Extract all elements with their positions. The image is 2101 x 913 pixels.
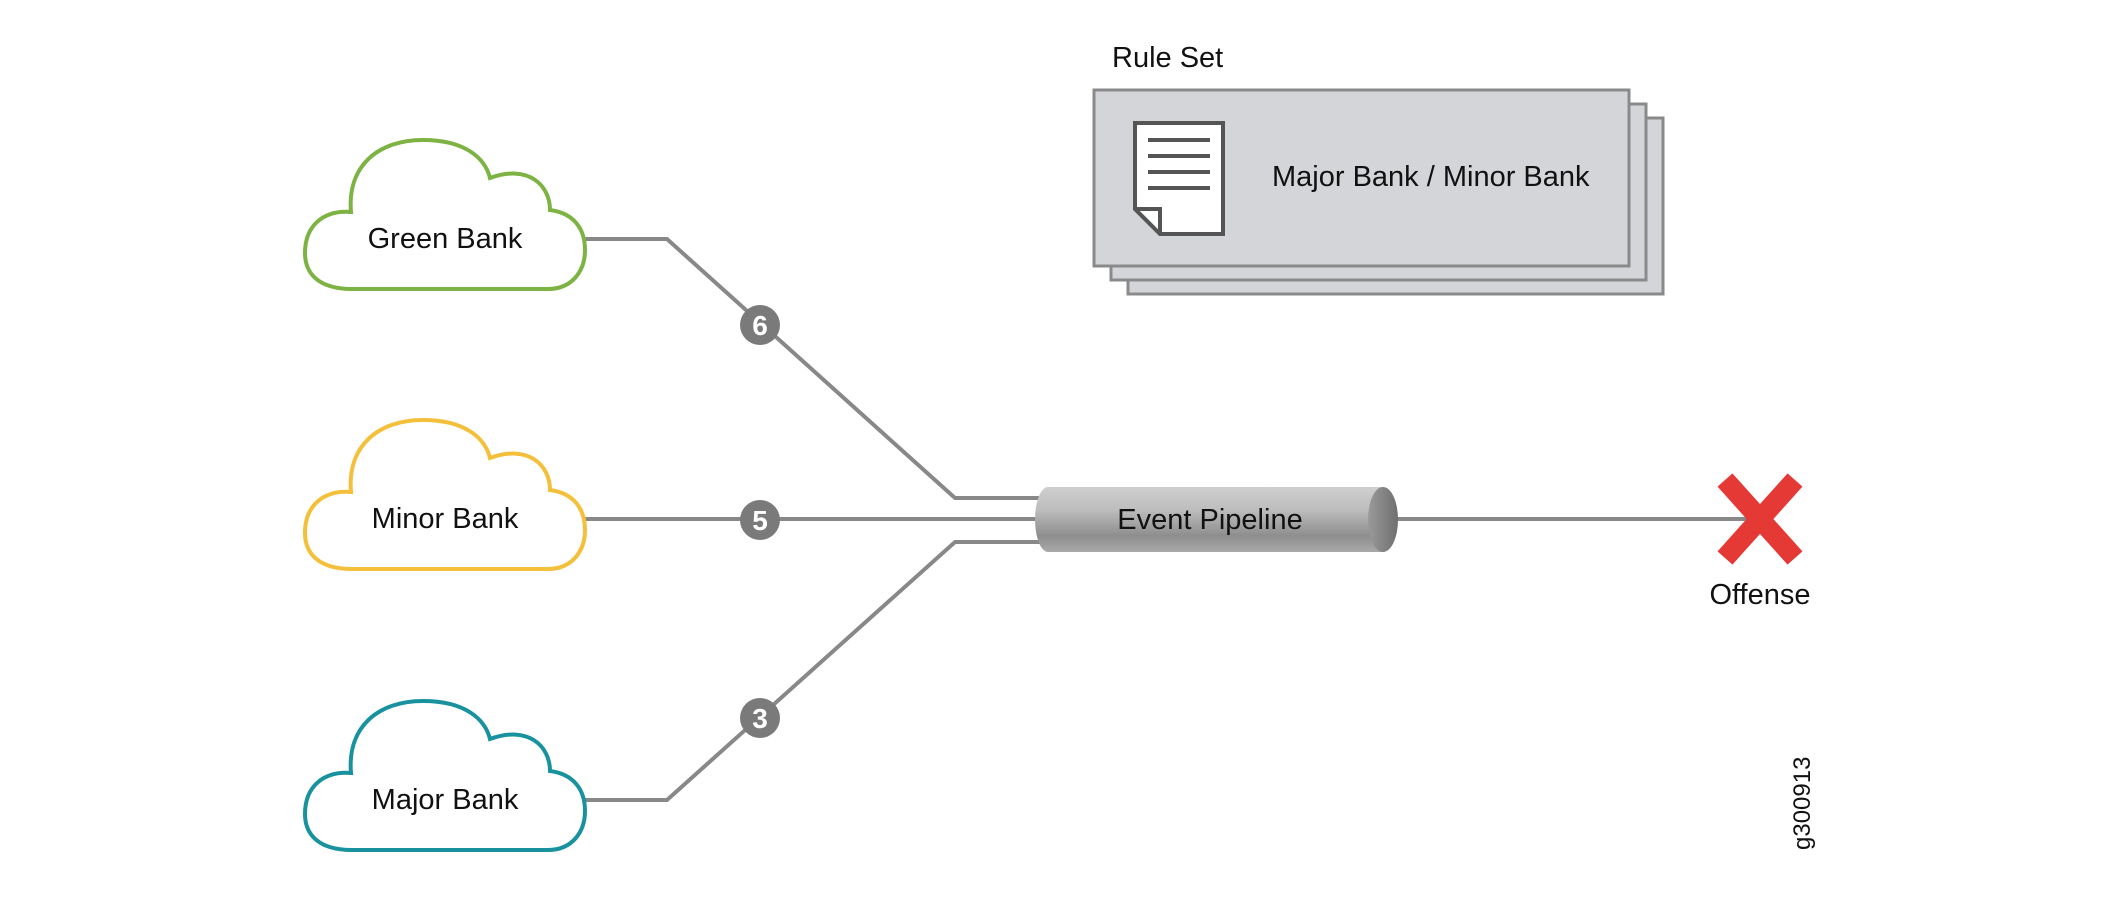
green-bank-label: Green Bank xyxy=(368,223,523,255)
cloud-shape-minor xyxy=(302,417,588,571)
pipeline-end xyxy=(1368,487,1398,552)
cloud-shape-green xyxy=(302,137,588,291)
document-icon xyxy=(1133,121,1225,236)
pipeline-body xyxy=(1035,487,1383,552)
count-badge-green: 6 xyxy=(740,305,780,345)
count-badge-minor: 5 xyxy=(740,500,780,540)
cloud-green-bank: Green Bank xyxy=(302,137,588,291)
green-bank-connector xyxy=(585,237,1040,500)
rule-set-document-label: Major Bank / Minor Bank xyxy=(1272,161,1590,193)
count-badge-minor-value: 5 xyxy=(752,505,768,536)
count-badge-major: 3 xyxy=(740,698,780,738)
connectors xyxy=(585,237,1760,802)
count-badge-major-value: 3 xyxy=(752,703,768,734)
event-pipeline: Event Pipeline xyxy=(1035,487,1398,552)
rule-set: Rule Set Major Bank / Minor Bank xyxy=(1092,42,1665,296)
red-x-icon xyxy=(1717,473,1803,565)
offense-label: Offense xyxy=(1709,579,1810,611)
minor-bank-label: Minor Bank xyxy=(372,503,519,535)
rule-set-title: Rule Set xyxy=(1112,42,1223,74)
offense: Offense xyxy=(1709,473,1811,611)
cloud-minor-bank: Minor Bank xyxy=(302,417,588,571)
count-badge-green-value: 6 xyxy=(752,310,768,341)
figure-id: g300913 xyxy=(1789,757,1816,850)
major-bank-connector xyxy=(585,540,1040,802)
cloud-shape-major xyxy=(302,698,588,852)
cloud-major-bank: Major Bank xyxy=(302,698,588,852)
major-bank-label: Major Bank xyxy=(372,784,519,816)
event-pipeline-label: Event Pipeline xyxy=(1117,504,1302,536)
